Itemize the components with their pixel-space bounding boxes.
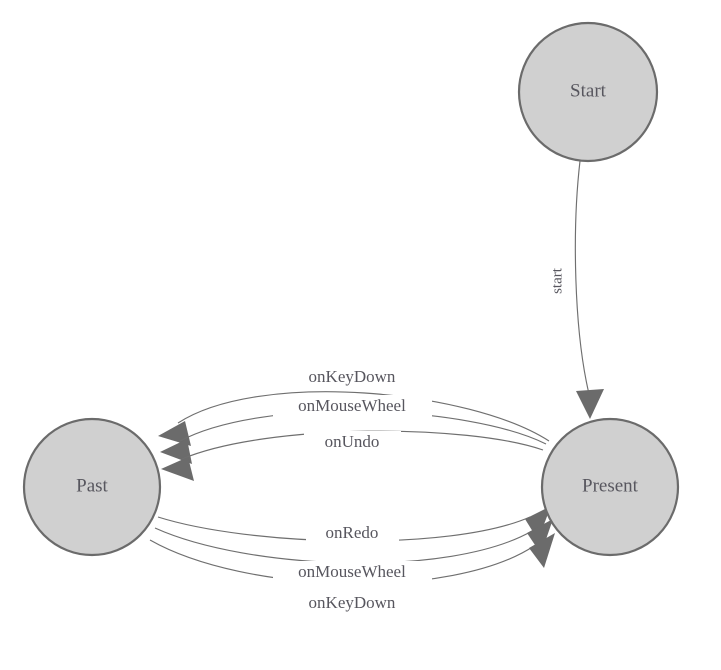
edge-label-text-2: onMouseWheel [298,396,406,415]
edge-start-to-present[interactable] [574,160,604,419]
edge-label-text-6: onKeyDown [309,593,396,612]
node-start[interactable]: Start [517,21,659,163]
edge-path-present-past-1 [177,391,550,442]
node-present-label: Present [582,475,639,496]
edge-label-onkeydown-top: onKeyDown [283,366,422,390]
node-present-circle[interactable] [540,417,680,557]
edge-label-text-1: onKeyDown [309,367,396,386]
edge-label-text-5: onMouseWheel [298,562,406,581]
edge-label-onmousewheel-bottom: onMouseWheel [273,561,432,585]
node-start-label: Start [570,80,607,101]
edge-path-start-present [574,160,590,395]
node-past-label: Past [76,475,108,496]
edge-label-bg-start [548,255,568,307]
edge-label-bg-6 [283,592,422,616]
arrowhead-past-present-1 [525,506,551,540]
edge-label-onundo: onUndo [304,431,401,455]
node-past[interactable]: Past [22,417,162,557]
node-present[interactable]: Present [540,417,680,557]
edge-label-start: start [548,255,568,307]
arrowhead-past-present-2 [527,519,553,554]
node-start-circle[interactable] [517,21,659,163]
edge-label-bg-4 [306,522,399,546]
edge-label-bg-1 [283,366,422,390]
arrowhead-start-present [576,389,604,419]
edge-label-bg-2 [273,395,432,419]
edge-label-onredo: onRedo [306,522,399,546]
edge-label-text-3: onUndo [325,432,380,451]
node-past-circle[interactable] [22,417,162,557]
edge-label-onkeydown-bottom: onKeyDown [283,592,422,616]
edge-label-bg-5 [273,561,432,585]
arrowhead-past-present-3 [529,533,555,568]
edge-label-text-4: onRedo [326,523,379,542]
arrowhead-present-past-3 [161,457,194,481]
edge-label-bg-3 [304,431,401,455]
edge-label-text-start: start [549,267,565,294]
edge-label-onmousewheel-top: onMouseWheel [273,395,432,419]
